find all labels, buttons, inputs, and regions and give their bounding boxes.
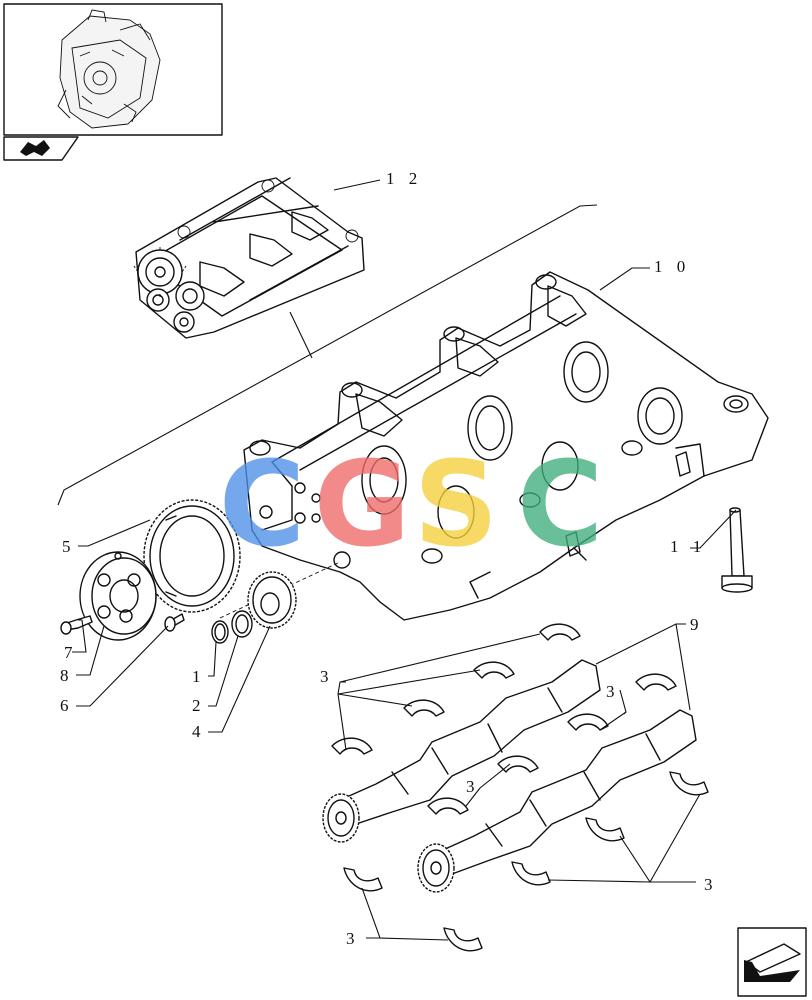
watermark-letter: C <box>517 435 604 573</box>
callout-6: 6 <box>60 696 74 715</box>
bolt-7 <box>60 615 93 635</box>
callout-12: 1 2 <box>386 169 422 188</box>
balancer-shaft-lower <box>417 709 697 893</box>
bearing-shells <box>331 623 709 952</box>
callout-10: 1 0 <box>654 257 690 276</box>
callout-3-upper-right: 3 <box>606 682 620 701</box>
balancer-housing <box>219 271 769 621</box>
watermark-letter: C <box>219 435 306 573</box>
engine-thumbnail-icon[interactable] <box>3 3 223 136</box>
book-arrow-icon[interactable] <box>3 136 79 161</box>
watermark-letter: G <box>314 435 411 573</box>
idler-gear <box>247 571 297 629</box>
callout-1: 1 <box>192 667 206 686</box>
callout-11: 1 1 <box>670 537 706 556</box>
bolt-11 <box>721 507 753 593</box>
leader-lines <box>72 179 737 941</box>
callout-9: 9 <box>690 615 704 634</box>
callout-7: 7 <box>64 643 78 662</box>
callout-8: 8 <box>60 666 74 685</box>
overview-assembly <box>133 177 365 339</box>
callout-2: 2 <box>192 696 206 715</box>
balancer-shaft-upper <box>322 659 601 843</box>
bolt-6 <box>164 613 185 632</box>
balancer-drive-gear <box>143 499 241 613</box>
snap-ring <box>211 620 229 644</box>
section-line <box>57 204 598 506</box>
watermark-letter: S <box>414 435 499 573</box>
callout-5: 5 <box>62 537 76 556</box>
callout-3-bottom: 3 <box>346 929 360 948</box>
thrust-washer <box>231 610 253 638</box>
callout-3-middle: 3 <box>466 777 480 796</box>
callout-3-lower-right: 3 <box>704 875 718 894</box>
view-indicator <box>289 311 313 359</box>
next-page-arrow-icon[interactable] <box>737 927 807 997</box>
callout-4: 4 <box>192 722 206 741</box>
callout-labels: 1 2 1 0 1 1 5 7 8 6 1 2 4 9 3 3 3 3 3 <box>60 169 718 948</box>
pulley-hub <box>79 551 157 641</box>
callout-3-upper-left: 3 <box>320 667 334 686</box>
